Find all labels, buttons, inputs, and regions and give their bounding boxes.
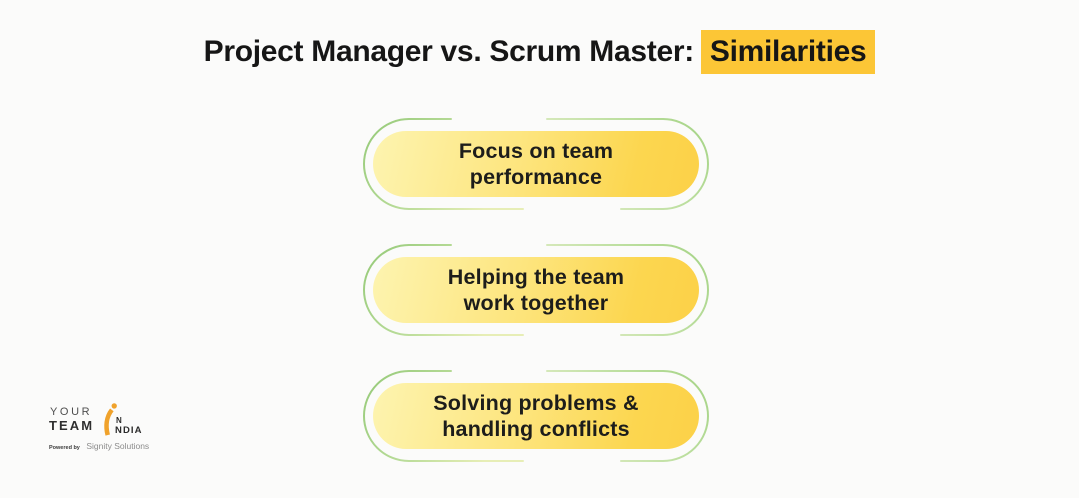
pill-label-line: work together bbox=[463, 291, 609, 315]
title-text: Project Manager vs. Scrum Master: bbox=[203, 35, 695, 68]
pill-label-line: handling conflicts bbox=[442, 417, 630, 441]
pill-label-line: performance bbox=[469, 165, 603, 189]
pill-body: Solving problems & handling conflicts bbox=[373, 383, 699, 449]
logo-word-ndia: NDIA bbox=[115, 425, 143, 436]
logo-i-icon bbox=[104, 403, 117, 436]
pill-outline-decoration bbox=[363, 118, 709, 210]
logo-powered-by: Powered by Signity Solutions bbox=[49, 436, 149, 454]
signity-solutions-label: Signity Solutions bbox=[86, 441, 150, 451]
page-title: Project Manager vs. Scrum Master:Similar… bbox=[0, 30, 1079, 74]
logo-word-team: TEAM bbox=[49, 418, 95, 433]
pill-label-line: Focus on team bbox=[458, 139, 614, 163]
pill-label-line: Helping the team bbox=[447, 265, 625, 289]
pill-label-line: Solving problems & bbox=[433, 391, 639, 415]
similarity-pill-1: Focus on team performance bbox=[363, 118, 709, 210]
pill-outline-decoration bbox=[363, 370, 709, 462]
pill-body: Focus on team performance bbox=[373, 131, 699, 197]
pill-body: Helping the team work together bbox=[373, 257, 699, 323]
logo-word-your: YOUR bbox=[50, 406, 93, 418]
pill-outline-decoration bbox=[363, 244, 709, 336]
similarity-pill-3: Solving problems & handling conflicts bbox=[363, 370, 709, 462]
yourteam-india-logo: YOUR TEAM N NDIA Powered by Signity Solu… bbox=[48, 403, 158, 451]
powered-by-label: Powered by bbox=[49, 445, 80, 451]
logo-letter-n: N bbox=[116, 416, 122, 425]
title-highlight: Similarities bbox=[700, 30, 876, 74]
similarity-pill-2: Helping the team work together bbox=[363, 244, 709, 336]
